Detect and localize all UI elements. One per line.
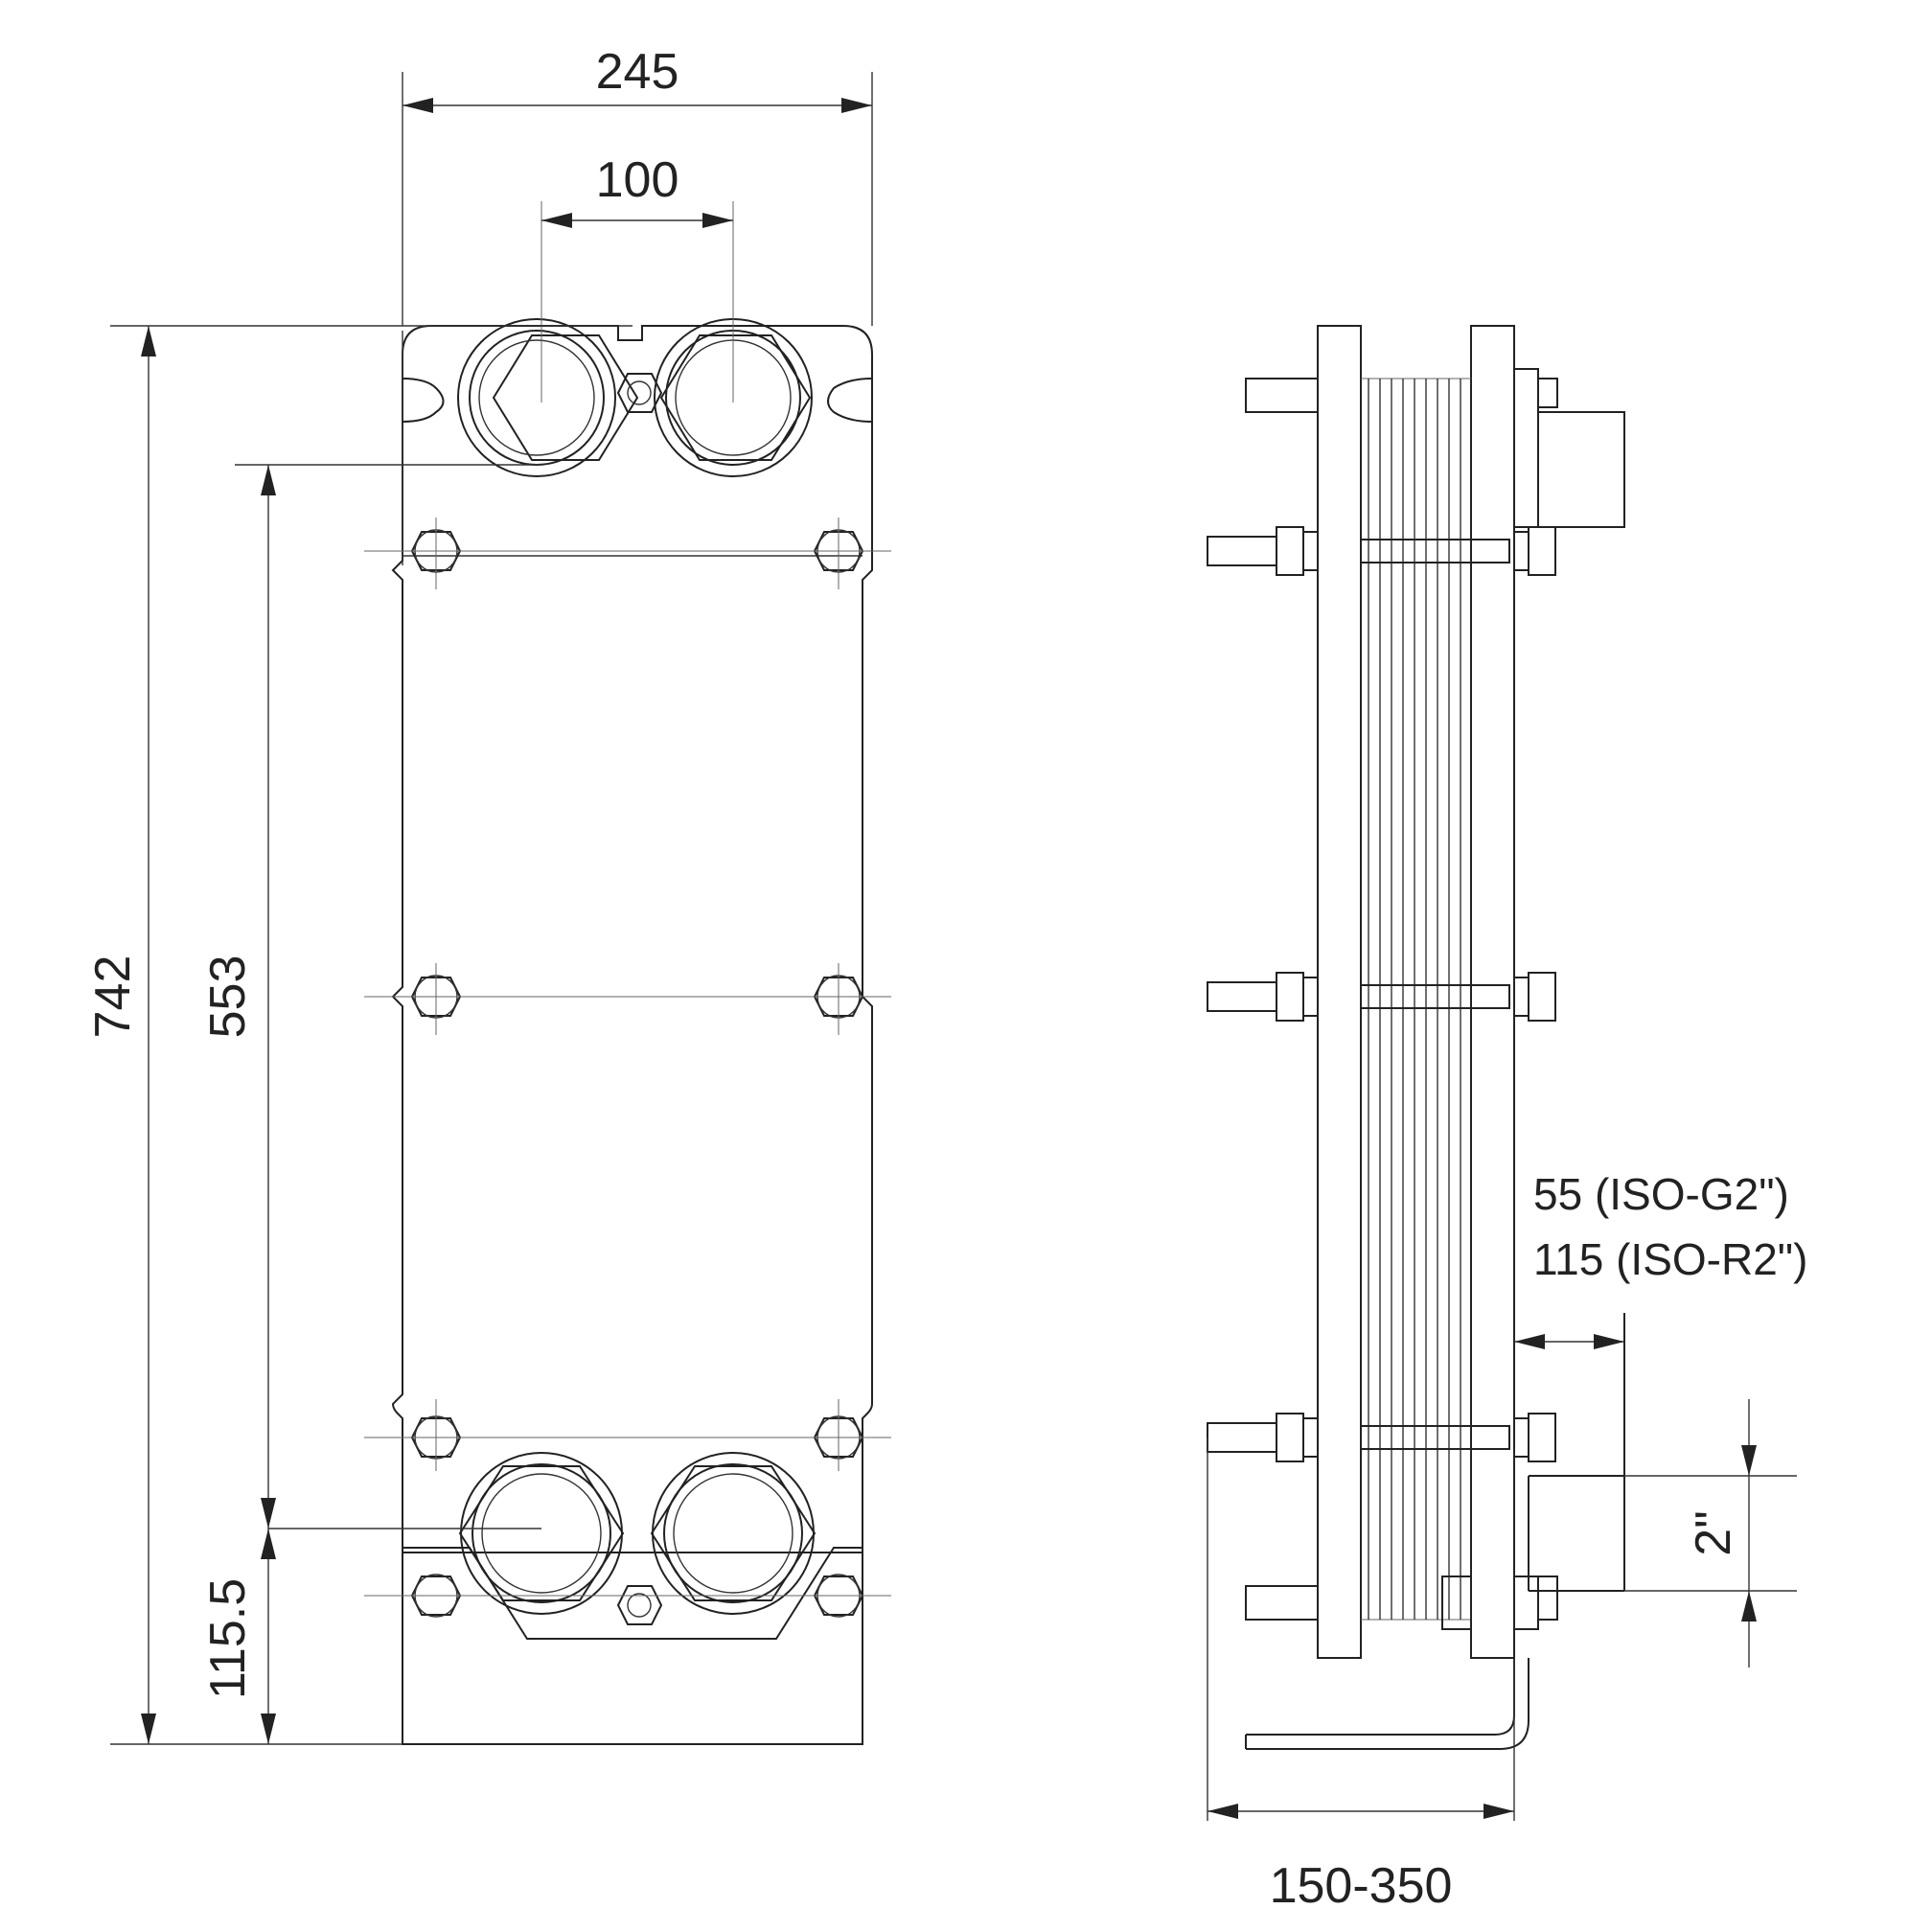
note-iso-g2: 55 (ISO-G2"): [1533, 1169, 1789, 1219]
center-lines: [364, 201, 891, 1597]
top-plate-outline: [402, 331, 862, 565]
front-view: 245 100 742 553 115.5: [85, 44, 891, 1745]
dim-connection-size: 2": [1624, 1399, 1797, 1668]
guide-bar-bottom: [1245, 1576, 1558, 1630]
dim-port-spacing-100: 100: [541, 152, 733, 228]
dim-width-245: 245: [402, 44, 873, 326]
top-left-port: [457, 318, 639, 477]
pressure-plate: [1470, 325, 1515, 1659]
top-left-slot: [402, 378, 445, 423]
top-vent-nut: [616, 373, 663, 413]
dim-bottom-port-115-5: 115.5: [200, 1529, 276, 1744]
dim-label-pack-length: 150-350: [1270, 1858, 1453, 1914]
bottom-left-port: [458, 1452, 625, 1615]
dim-label-bottom-port: 115.5: [200, 1578, 256, 1699]
fixed-frame-plate: [1317, 325, 1362, 1659]
tie-bolt-upper: [1207, 526, 1556, 576]
dim-height-742: 742: [85, 325, 632, 1745]
dim-label-width: 245: [596, 44, 679, 100]
dim-port-centers-553: 553: [200, 464, 541, 1530]
dim-label-port-centers: 553: [200, 955, 256, 1039]
guide-bar-top: [1245, 368, 1558, 528]
plate-pack: [1361, 378, 1471, 1621]
tie-bolt-lower: [1207, 1413, 1556, 1462]
foot-bracket: [1245, 1658, 1530, 1750]
tie-bolt-middle: [1207, 972, 1556, 1022]
top-connection-pipe: [1537, 411, 1625, 528]
bottom-right-port: [650, 1452, 816, 1615]
note-iso-r2: 115 (ISO-R2"): [1533, 1234, 1807, 1284]
side-view: 55 (ISO-G2") 115 (ISO-R2") 2" 150-350: [1207, 325, 1807, 1914]
dim-connection-length: 55 (ISO-G2") 115 (ISO-R2"): [1514, 1169, 1807, 1349]
dim-label-connection-size: 2": [1686, 1510, 1741, 1555]
bottom-plate-outline: [402, 1547, 862, 1640]
dim-pack-length: 150-350: [1207, 1438, 1515, 1914]
frame-plate-outline: [391, 325, 873, 1745]
dim-label-height: 742: [85, 955, 141, 1039]
dim-label-port-spacing: 100: [596, 152, 679, 208]
top-right-slot: [827, 378, 873, 423]
bottom-drain-nut: [616, 1585, 663, 1625]
bottom-connection-pipe: [1528, 1313, 1625, 1592]
